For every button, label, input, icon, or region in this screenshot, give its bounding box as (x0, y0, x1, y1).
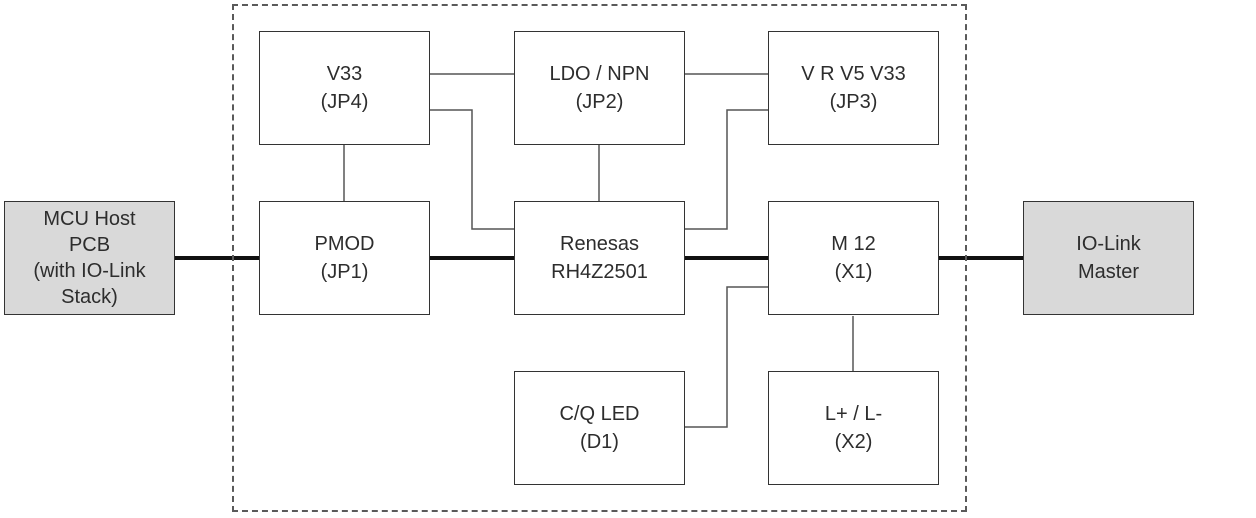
cq-led-block: C/Q LED (D1) (514, 371, 685, 485)
lplus-ref: (X2) (834, 431, 873, 453)
iolink-master-block: IO-Link Master (1023, 201, 1194, 315)
ldo-npn-ref: (JP2) (575, 91, 624, 113)
wire-renesas-to-vrv5 (685, 109, 768, 230)
mcu-host-line-4: Stack) (61, 286, 118, 308)
mcu-host-pcb-block: MCU Host PCB (with IO-Link Stack) (4, 201, 175, 315)
pmod-title: PMOD (314, 233, 375, 255)
v33-title: V33 (326, 63, 363, 85)
mcu-host-line-1: MCU Host (43, 208, 136, 230)
renesas-title: Renesas (560, 233, 639, 255)
pmod-block: PMOD (JP1) (259, 201, 430, 315)
vrv5-v33-block: V R V5 V33 (JP3) (768, 31, 939, 145)
pmod-ref: (JP1) (320, 261, 369, 283)
wire-v33-to-renesas (430, 109, 514, 230)
mcu-host-line-2: PCB (68, 234, 111, 256)
ldo-npn-title: LDO / NPN (549, 63, 650, 85)
m12-block: M 12 (X1) (768, 201, 939, 315)
vrv5-ref: (JP3) (829, 91, 878, 113)
cq-led-ref: (D1) (580, 431, 619, 453)
board-outline (232, 4, 967, 512)
wire-cq-led-to-m12 (685, 286, 768, 428)
cq-led-title: C/Q LED (559, 403, 640, 425)
vrv5-title: V R V5 V33 (801, 63, 906, 85)
ldo-npn-block: LDO / NPN (JP2) (514, 31, 685, 145)
lplus-title: L+ / L- (824, 403, 883, 425)
v33-block: V33 (JP4) (259, 31, 430, 145)
m12-ref: (X1) (834, 261, 873, 283)
renesas-part: RH4Z2501 (551, 261, 648, 283)
iolink-master-line-2: Master (1077, 261, 1140, 283)
m12-title: M 12 (831, 233, 876, 255)
renesas-block: Renesas RH4Z2501 (514, 201, 685, 315)
iolink-master-line-1: IO-Link (1076, 233, 1141, 255)
lplus-lminus-block: L+ / L- (X2) (768, 371, 939, 485)
mcu-host-line-3: (with IO-Link (33, 260, 146, 282)
v33-ref: (JP4) (320, 91, 369, 113)
